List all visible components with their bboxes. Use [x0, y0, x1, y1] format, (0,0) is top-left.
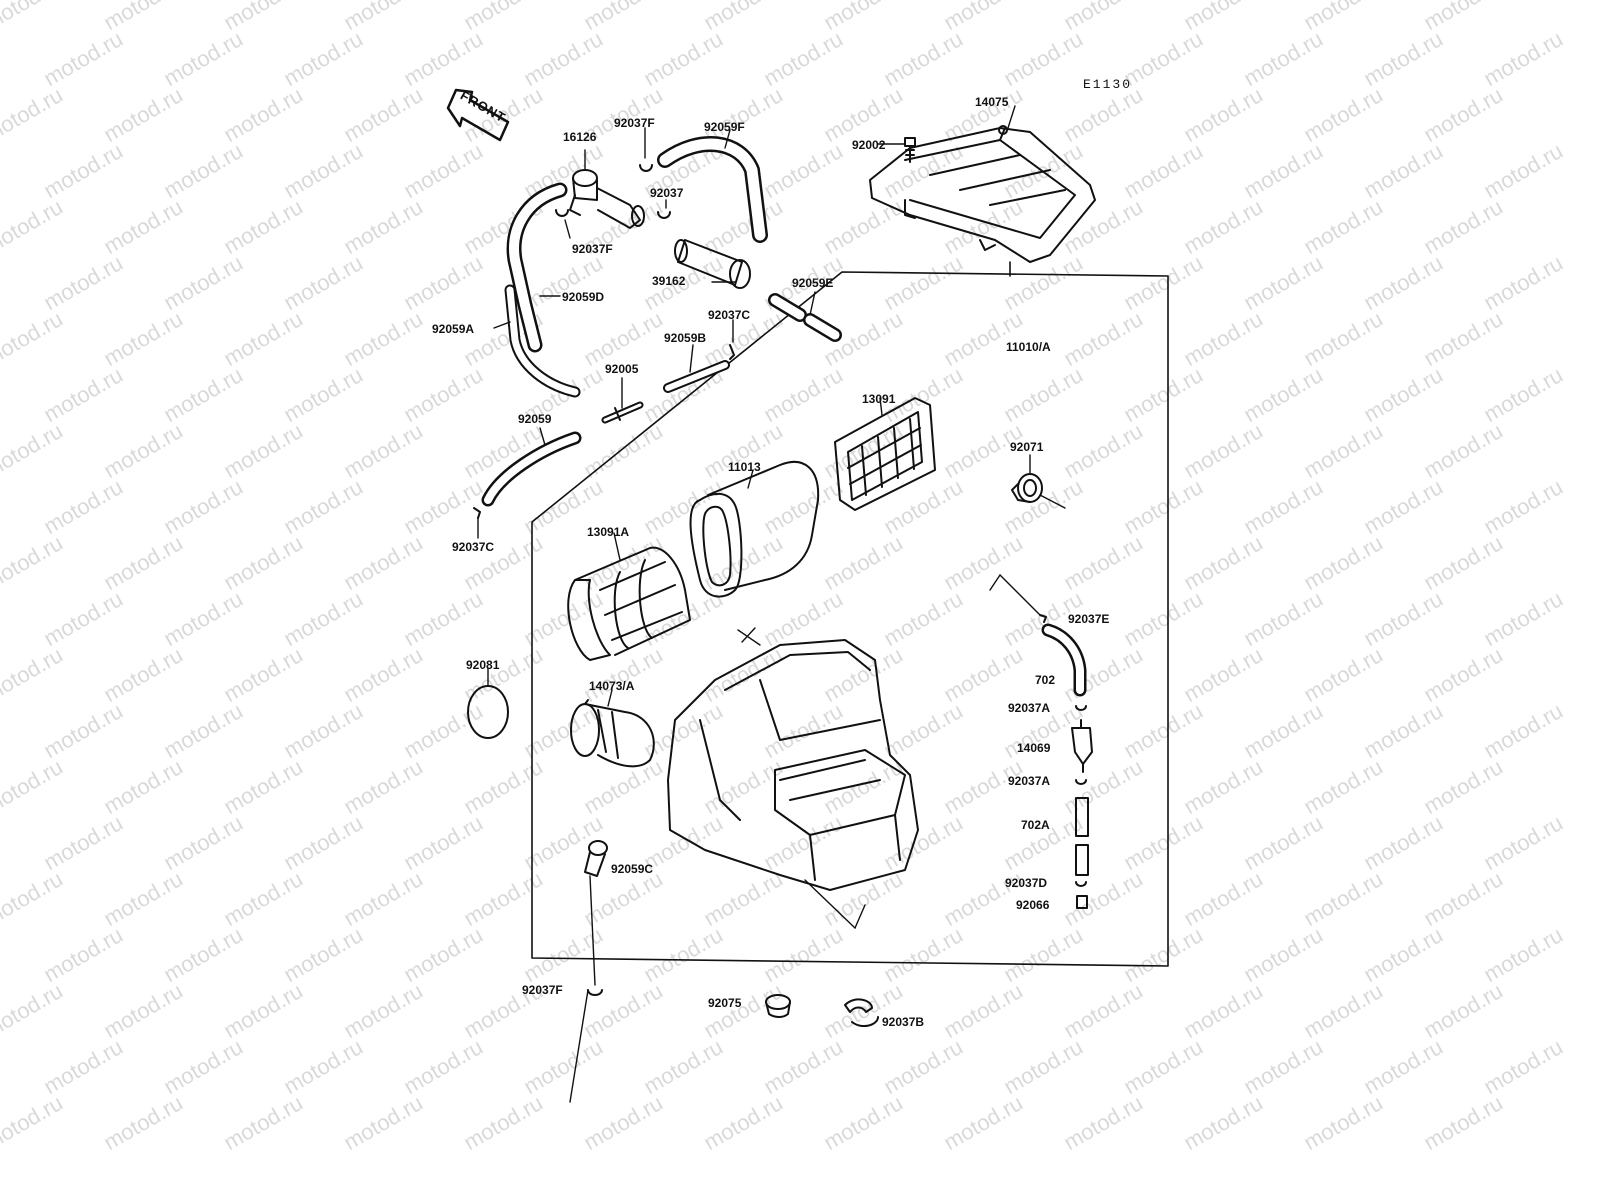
- part-label-92081: 92081: [466, 658, 500, 672]
- air-cleaner-case: [667, 627, 919, 929]
- air-cleaner-cover-14075: [869, 105, 1096, 263]
- part-label-92037e: 92037E: [1068, 612, 1110, 626]
- clip-92037c-lower: [473, 507, 481, 539]
- part-label-92037b: 92037B: [882, 1015, 925, 1029]
- hose-92059a: [493, 284, 581, 398]
- air-element-11013: [689, 460, 820, 598]
- plug-92075: [765, 994, 791, 1018]
- part-label-702: 702: [1035, 673, 1056, 687]
- part-label-92071: 92071: [1010, 440, 1044, 454]
- hose-92059e: [768, 291, 842, 342]
- valve-16126: [569, 149, 645, 229]
- screw-92002: [877, 137, 916, 163]
- part-label-92002: 92002: [852, 138, 886, 152]
- part-label-39162: 39162: [652, 274, 686, 288]
- part-label-92037a-a: 92037A: [1008, 701, 1051, 715]
- clamp-92037: [657, 199, 671, 219]
- part-label-92059a: 92059A: [432, 322, 475, 336]
- o-ring-92081: [467, 667, 509, 739]
- hose-92059f: [657, 129, 768, 243]
- part-label-92037c-a: 92037C: [708, 308, 751, 322]
- part-label-11010a: 11010/A: [1006, 340, 1051, 354]
- part-label-92059e: 92059E: [792, 276, 834, 290]
- front-arrow-icon: [446, 88, 510, 142]
- part-label-92075: 92075: [708, 996, 742, 1010]
- hose-92059: [481, 427, 582, 507]
- hose-92059b: [663, 344, 730, 393]
- part-label-11013: 11013: [728, 460, 761, 474]
- part-label-92037c-b: 92037C: [452, 540, 495, 554]
- duct-14073a: [570, 689, 655, 768]
- part-label-702a: 702A: [1021, 818, 1050, 832]
- joint-92005: [601, 377, 644, 424]
- clamp-92037b: [844, 998, 879, 1028]
- clip-92037c-upper: [729, 319, 735, 360]
- part-label-92066: 92066: [1016, 898, 1050, 912]
- breather-parts-right: [989, 574, 1093, 909]
- part-label-14073a: 14073/A: [589, 679, 635, 693]
- assembly-frame-11010a: [531, 261, 1169, 967]
- diagram-code: E1130: [1083, 77, 1133, 92]
- part-label-92059c: 92059C: [611, 862, 654, 876]
- clamp-92037f-top: [639, 127, 653, 172]
- part-label-92037a-b: 92037A: [1008, 774, 1051, 788]
- part-label-92037d: 92037D: [1005, 876, 1048, 890]
- part-label-92059d: 92059D: [562, 290, 605, 304]
- part-label-92037f-b: 92037F: [572, 242, 613, 256]
- grommet-92071: [1011, 454, 1066, 509]
- part-label-92059f: 92059F: [704, 120, 745, 134]
- part-label-92037: 92037: [650, 186, 684, 200]
- part-label-14069: 14069: [1017, 741, 1051, 755]
- part-label-16126: 16126: [563, 130, 597, 144]
- leader-lines: [569, 989, 589, 1103]
- part-label-92037f-a: 92037F: [614, 116, 655, 130]
- hose-92059d: [506, 182, 568, 353]
- hose-92059c: [584, 840, 608, 996]
- clamp-92037f-left: [555, 209, 571, 239]
- part-label-92059b: 92059B: [664, 331, 707, 345]
- part-label-13091a: 13091A: [587, 525, 630, 539]
- part-label-13091: 13091: [862, 392, 896, 406]
- part-label-92005: 92005: [605, 362, 639, 376]
- element-holder-13091a: [567, 532, 691, 661]
- part-label-92037f-c: 92037F: [522, 983, 563, 997]
- element-holder-13091: [834, 397, 936, 511]
- filter-39162: [674, 239, 751, 289]
- part-label-92059: 92059: [518, 412, 552, 426]
- part-label-14075: 14075: [975, 95, 1009, 109]
